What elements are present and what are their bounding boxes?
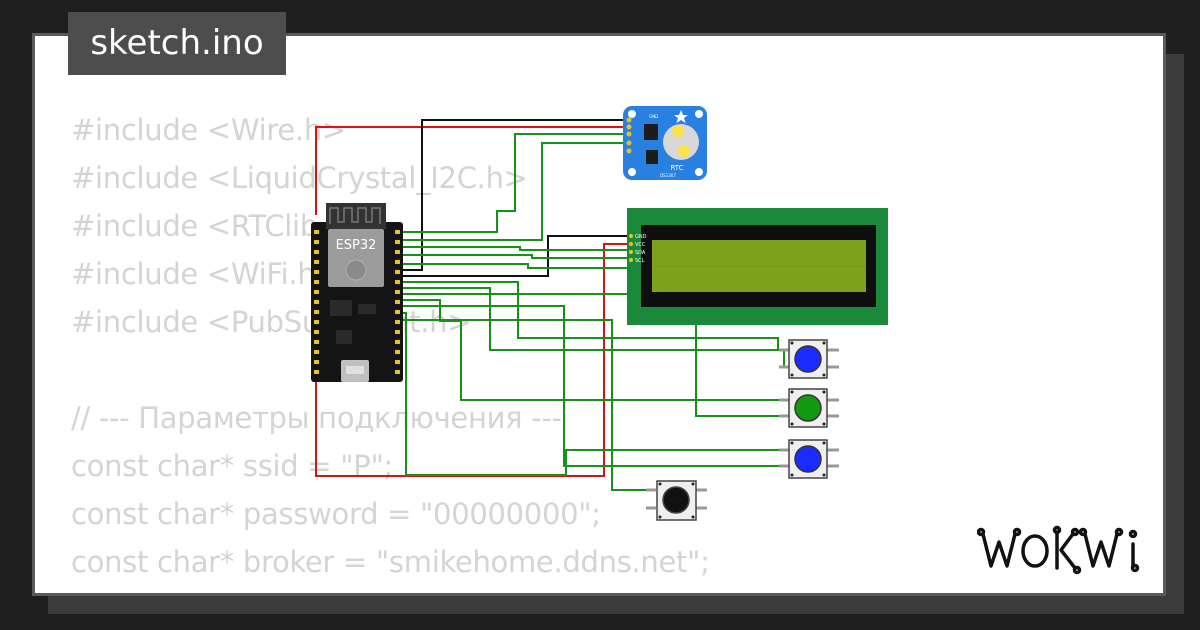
lcd-pin-sda: SDA [635,250,646,256]
esp32-label: ESP32 [336,238,377,253]
lcd-display[interactable]: GND VCC SDA SCL [627,208,888,325]
code-line: const char* broker = "smikehome.ddns.net… [71,545,710,579]
button-cap [794,345,822,373]
button-cap [794,445,822,473]
lcd-pin-scl: SCL [635,258,645,264]
wokwi-logo [977,525,1140,575]
code-line: const char* password = "00000000"; [71,497,601,531]
pushbutton-blue-2[interactable] [779,439,839,479]
code-line: // --- Параметры подключения --- [71,401,562,435]
lcd-pin-vcc: VCC [635,242,646,248]
code-listing: #include <Wire.h> #include <LiquidCrysta… [71,106,710,586]
rtc-module[interactable]: RTC DS1307 GND [623,106,707,180]
adafruit-star-icon [674,110,688,123]
rtc-pin-label: GND [649,114,658,119]
ground-wires [400,119,634,277]
espressif-logo-icon [345,259,367,281]
pushbutton-green[interactable] [779,388,839,428]
rtc-chip-label: DS1307 [660,173,676,178]
rtc-label: RTC [670,164,683,172]
code-line: #include <Wire.h> [71,113,346,147]
code-line: #include <LiquidCrystal_I2C.h> [71,161,528,195]
lcd-pin-gnd: GND [635,234,647,240]
esp32-board[interactable]: ESP32 [311,203,403,382]
button-cap [662,486,690,514]
pushbutton-blue-1[interactable] [779,339,839,379]
pushbutton-black[interactable] [646,480,707,521]
code-line: const char* ssid = "P"; [71,449,393,483]
button-cap [794,394,822,422]
file-tab[interactable]: sketch.ino [68,12,286,75]
power-wires [315,126,634,477]
